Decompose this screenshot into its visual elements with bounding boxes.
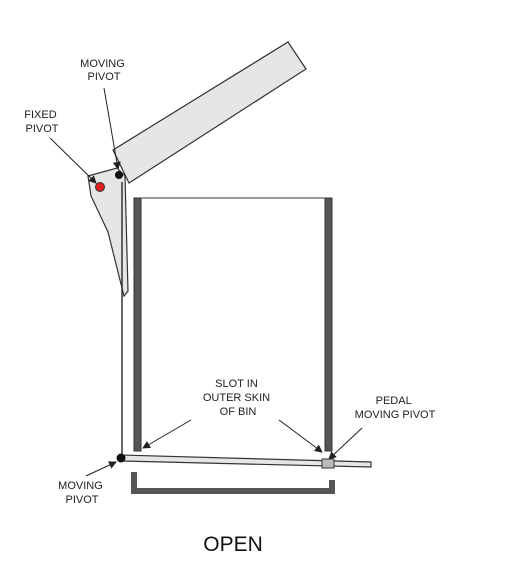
slot-right-arrow bbox=[278, 419, 323, 453]
state-title: OPEN bbox=[203, 533, 263, 556]
slot-label: SLOT IN OUTER SKIN OF BIN bbox=[203, 378, 273, 418]
moving-pivot-top-label: MOVING PIVOT bbox=[80, 58, 128, 83]
pedal-moving-pivot-arrow bbox=[328, 427, 363, 460]
slot-left-arrow bbox=[142, 419, 192, 449]
fixed-pivot-arrow bbox=[49, 137, 97, 184]
moving-pivot-bottom-arrow bbox=[85, 461, 117, 477]
moving-pivot-dot-top bbox=[115, 171, 123, 179]
bin-base bbox=[131, 472, 335, 494]
pedal-moving-pivot-label: PEDAL MOVING PIVOT bbox=[355, 395, 436, 421]
fixed-pivot-label: FIXED PIVOT bbox=[24, 109, 59, 135]
fixed-pivot-dot bbox=[95, 182, 105, 192]
bin-left-wall bbox=[133, 197, 142, 452]
bin-right-wall bbox=[324, 197, 333, 452]
moving-pivot-bottom-label: MOVING PIVOT bbox=[58, 480, 106, 506]
moving-pivot-dot-bottom bbox=[116, 453, 126, 463]
lid bbox=[112, 41, 307, 184]
moving-pivot-top-arrow bbox=[103, 87, 121, 170]
pedal-pivot-block bbox=[321, 458, 335, 469]
